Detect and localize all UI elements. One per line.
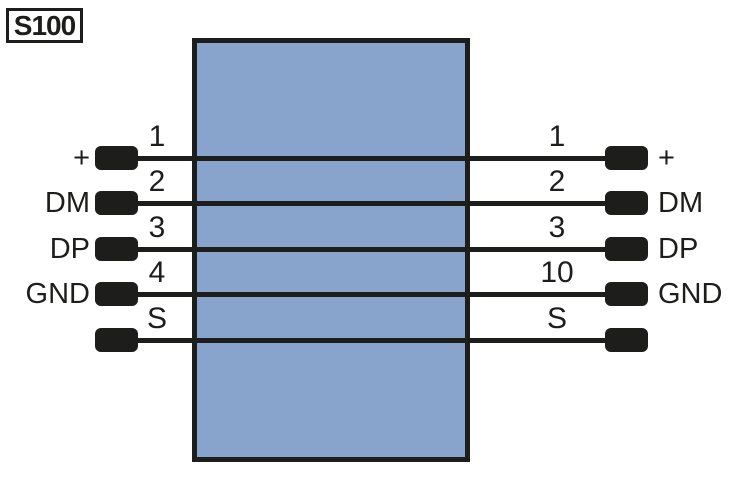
left-pin-terminal-1 — [95, 146, 138, 170]
wire-row-4 — [137, 292, 607, 297]
left-pin-number-4: 4 — [148, 256, 166, 289]
left-pin-terminal-3 — [95, 237, 138, 261]
wire-row-1 — [137, 156, 607, 161]
wire-row-3 — [137, 247, 607, 252]
right-pin-terminal-10 — [605, 282, 648, 306]
left-function-label-dm: DM — [44, 187, 90, 219]
right-function-label-dp: DP — [658, 233, 699, 265]
right-pin-number-s: S — [546, 302, 567, 335]
left-function-label-plus: + — [73, 142, 90, 174]
left-pin-number-2: 2 — [148, 165, 166, 198]
left-pin-number-3: 3 — [148, 211, 166, 244]
right-pin-number-1: 1 — [548, 120, 566, 153]
right-pin-number-3: 3 — [548, 211, 566, 244]
right-pin-terminal-s — [605, 328, 648, 352]
right-pin-number-2: 2 — [548, 165, 566, 198]
right-pin-terminal-3 — [605, 237, 648, 261]
right-pin-terminal-2 — [605, 191, 648, 215]
left-pin-number-1: 1 — [148, 120, 166, 153]
right-pin-terminal-1 — [605, 146, 648, 170]
right-function-label-plus: + — [658, 142, 675, 174]
wire-row-5 — [137, 338, 607, 343]
left-pin-terminal-2 — [95, 191, 138, 215]
wire-row-2 — [137, 201, 607, 206]
diagram-title-box: S100 — [6, 8, 83, 43]
left-function-label-dp: DP — [49, 233, 90, 265]
left-pin-number-s: S — [146, 302, 167, 335]
right-function-label-dm: DM — [658, 187, 704, 219]
diagram-title: S100 — [13, 9, 76, 41]
right-function-label-gnd: GND — [658, 278, 723, 310]
right-pin-number-10: 10 — [540, 256, 574, 289]
left-function-label-gnd: GND — [25, 278, 90, 310]
left-pin-terminal-4 — [95, 282, 138, 306]
left-pin-terminal-s — [95, 328, 138, 352]
